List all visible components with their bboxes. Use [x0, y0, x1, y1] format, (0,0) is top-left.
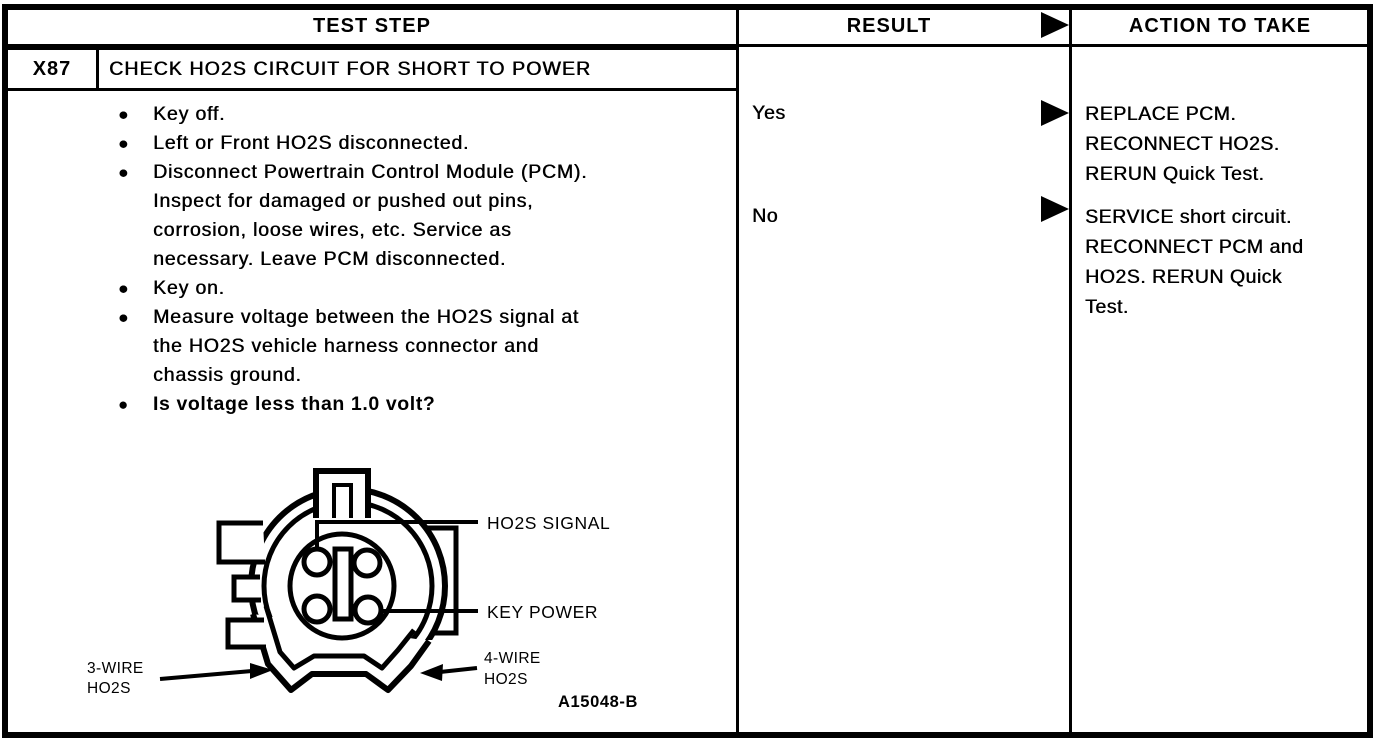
- three-wire-arrowhead-icon: [250, 663, 273, 679]
- list-item: ● Key on.: [118, 274, 728, 303]
- bullet-text: Disconnect Powertrain Control Module (PC…: [153, 161, 588, 270]
- four-wire-arrowhead-icon: [420, 664, 443, 681]
- connector-left-tab-lower: [225, 617, 266, 650]
- bullet-text: Measure voltage between the HO2S signal …: [153, 306, 579, 386]
- action-text-no: SERVICE short circuit. RECONNECT PCM and…: [1085, 206, 1304, 318]
- bullet-text: Key off.: [153, 103, 226, 125]
- connector-left-tab-middle: [231, 574, 261, 603]
- connector-drawing: HO2S SIGNAL KEY POWER 3-WIRE HO2S 4-WIRE…: [87, 468, 638, 711]
- ho2s-connector-diagram: HO2S SIGNAL KEY POWER 3-WIRE HO2S 4-WIRE…: [80, 450, 740, 720]
- bullet-icon: ●: [118, 105, 130, 124]
- four-wire-label-line1: 4-WIRE: [484, 650, 541, 667]
- step-row: X87 CHECK HO2S CIRCUIT FOR SHORT TO POWE…: [8, 47, 736, 91]
- header-row-divider: [8, 44, 1368, 47]
- list-item: ● Left or Front HO2S disconnected.: [118, 129, 728, 158]
- pin-top-right: [351, 547, 383, 579]
- bullet-icon: ●: [118, 163, 130, 182]
- bullet-icon: ●: [118, 279, 130, 298]
- table-border: [2, 4, 1373, 738]
- test-step-bullet-list: ● Key off. ● Left or Front HO2S disconne…: [118, 100, 728, 419]
- action-text-yes: REPLACE PCM. RECONNECT HO2S. RERUN Quick…: [1085, 103, 1280, 185]
- signal-leader-line: [315, 520, 478, 550]
- three-wire-label-line1: 3-WIRE: [87, 660, 144, 677]
- signal-label: HO2S SIGNAL: [487, 513, 610, 533]
- scalloped-bottom-outer: [250, 613, 432, 693]
- column-divider-result-action: [1069, 8, 1072, 734]
- column-header-result: RESULT: [846, 14, 932, 37]
- bullet-icon: ●: [118, 308, 130, 327]
- connector-left-tab-upper: [216, 520, 265, 565]
- scalloped-bottom-inner: [263, 605, 416, 671]
- column-header-test-step: TEST STEP: [313, 14, 431, 37]
- list-item-question: ● Is voltage less than 1.0 volt?: [118, 390, 728, 419]
- result-arrow-icon: [1041, 196, 1069, 222]
- pin-signal: [301, 546, 333, 578]
- result-yes-label: Yes: [752, 102, 786, 124]
- column-header-action: ACTION TO TAKE: [1128, 14, 1312, 37]
- result-no-label: No: [752, 205, 779, 227]
- step-id: X87: [8, 50, 99, 88]
- list-item: ● Key off.: [118, 100, 728, 129]
- bullet-text: Is voltage less than 1.0 volt?: [153, 393, 436, 415]
- bullet-text: Left or Front HO2S disconnected.: [153, 132, 470, 154]
- three-wire-label-line2: HO2S: [87, 680, 131, 697]
- result-arrow-icon: [1041, 100, 1069, 126]
- four-wire-leader-line: [439, 666, 478, 674]
- pin-bottom-left: [301, 593, 333, 625]
- bullet-text: Key on.: [153, 277, 225, 299]
- four-wire-label-line2: HO2S: [484, 671, 528, 688]
- bullet-icon: ●: [118, 395, 129, 414]
- column-divider-test-result: [736, 8, 739, 734]
- three-wire-leader-line: [159, 669, 253, 681]
- result-arrow-icon: [1041, 12, 1069, 38]
- pin-key-power: [352, 594, 384, 626]
- key-power-label: KEY POWER: [487, 602, 598, 622]
- list-item: ● Disconnect Powertrain Control Module (…: [118, 158, 728, 274]
- figure-code: A15048-B: [558, 693, 638, 711]
- step-title: CHECK HO2S CIRCUIT FOR SHORT TO POWER: [109, 57, 592, 80]
- list-item: ● Measure voltage between the HO2S signa…: [118, 303, 728, 390]
- bullet-icon: ●: [118, 134, 130, 153]
- center-key-slot: [332, 546, 354, 622]
- connector-top-tab-slot: [332, 483, 353, 518]
